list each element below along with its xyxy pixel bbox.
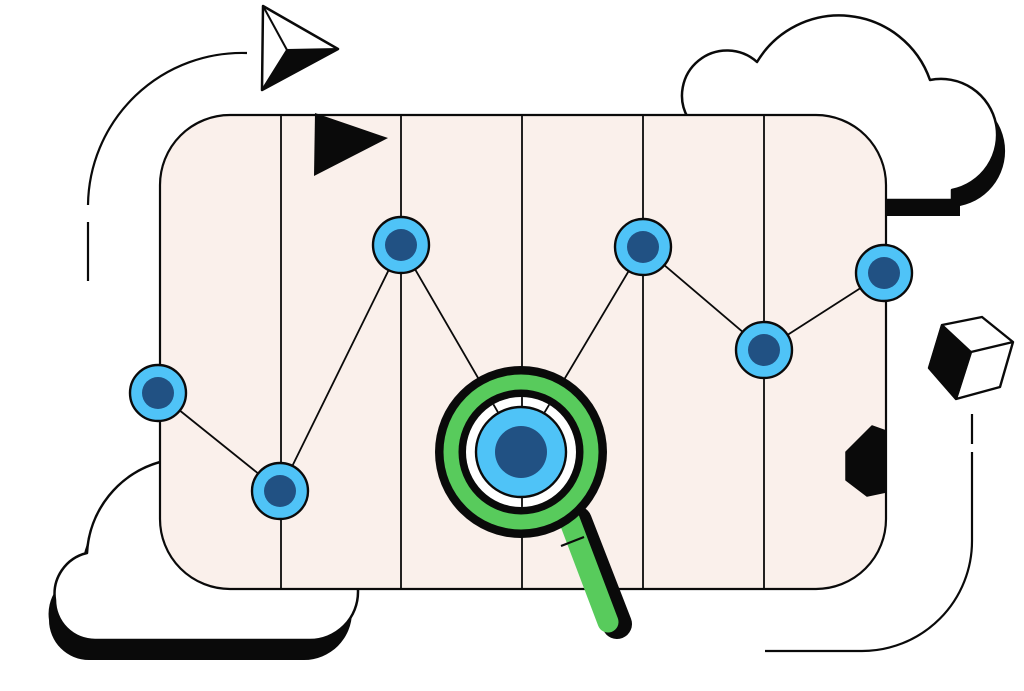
magnifier-handle — [558, 506, 632, 639]
data-point-core-2 — [385, 229, 417, 261]
cursor-arrow-fold-line — [262, 5, 288, 51]
data-point-core-4 — [627, 231, 659, 263]
data-point-core-5 — [748, 334, 780, 366]
cube-edge-front — [954, 351, 973, 400]
cursor-arrow-icon — [260, 4, 340, 92]
data-point-core-6 — [868, 257, 900, 289]
cursor-arrow-black-face — [261, 48, 339, 91]
data-points-layer — [128, 215, 914, 521]
cube-edge-top — [970, 340, 1014, 354]
play-triangle-icon — [314, 113, 388, 176]
decorative-arc-bottom-right — [765, 452, 974, 653]
decorative-arc-top-left — [86, 51, 248, 206]
cube-icon — [927, 315, 1015, 401]
magnifier-handle-joint — [560, 535, 585, 548]
pentagon-icon — [845, 425, 887, 497]
data-point-core-1 — [264, 475, 296, 507]
chart-panel — [158, 113, 888, 591]
data-point-core-0 — [142, 377, 174, 409]
magnifier-handle-shaft — [558, 508, 619, 633]
data-point-core-3 — [495, 426, 547, 478]
